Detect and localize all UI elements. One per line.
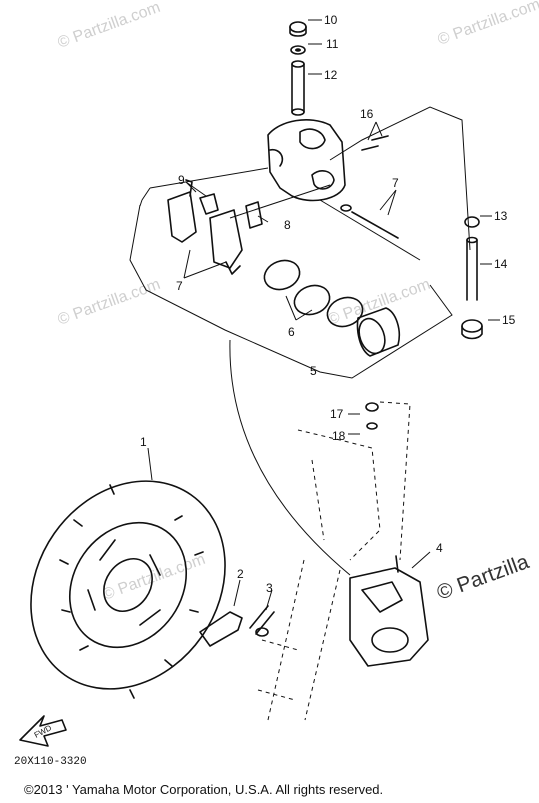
- callout-10: 10: [324, 13, 338, 27]
- callout-16: 16: [360, 107, 374, 121]
- watermark-text: © Partzilla.com: [56, 276, 163, 329]
- callout-5: 5: [310, 364, 317, 378]
- lower-caliper: [349, 402, 429, 667]
- callout-15: 15: [502, 313, 516, 327]
- brake-disc: [30, 480, 226, 699]
- diagram-code: 20X110-3320: [14, 756, 87, 768]
- callout-7a: 7: [176, 279, 183, 293]
- leader-line: [229, 339, 351, 576]
- callout-11: 11: [326, 37, 339, 51]
- seals-and-piston: [263, 259, 401, 357]
- watermark-text: © Partzilla.com: [101, 551, 208, 604]
- callout-6: 6: [288, 325, 295, 339]
- watermarks: © Partzilla.com © Partzilla.com © Partzi…: [56, 0, 539, 605]
- exploded-box: [129, 106, 471, 379]
- callout-3: 3: [266, 581, 273, 595]
- right-pin-parts: [340, 135, 483, 340]
- watermark-text: © Partzilla.com: [56, 0, 163, 52]
- callout-12: 12: [324, 68, 338, 82]
- brake-pads: [167, 179, 263, 275]
- watermark-text: © Partzilla.com: [326, 276, 433, 329]
- callout-labels: 1 2 3 4 5 6 7 7 8 9 10 11 12 13 14 15 16…: [140, 13, 516, 595]
- fork-leg: [257, 401, 411, 721]
- callout-13: 13: [494, 209, 508, 223]
- upper-caliper-body: [267, 119, 346, 202]
- callout-17: 17: [330, 407, 344, 421]
- upper-pin-parts: [289, 21, 307, 116]
- callout-18: 18: [332, 429, 346, 443]
- watermark-right-text: © Partzilla: [434, 550, 532, 605]
- front-arrow: FWD: [19, 715, 67, 747]
- callout-1: 1: [140, 435, 147, 449]
- front-arrow-label: FWD: [33, 723, 54, 740]
- callout-leaders: [147, 19, 500, 611]
- callout-4: 4: [436, 541, 443, 555]
- callout-2: 2: [237, 567, 244, 581]
- callout-8: 8: [284, 218, 291, 232]
- copyright-text: ©2013 ' Yamaha Motor Corporation, U.S.A.…: [24, 782, 383, 797]
- disc-bolt-parts: [199, 605, 275, 647]
- watermark-text: © Partzilla.com: [436, 0, 539, 49]
- callout-14: 14: [494, 257, 508, 271]
- callout-7b: 7: [392, 176, 399, 190]
- callout-9: 9: [178, 173, 185, 187]
